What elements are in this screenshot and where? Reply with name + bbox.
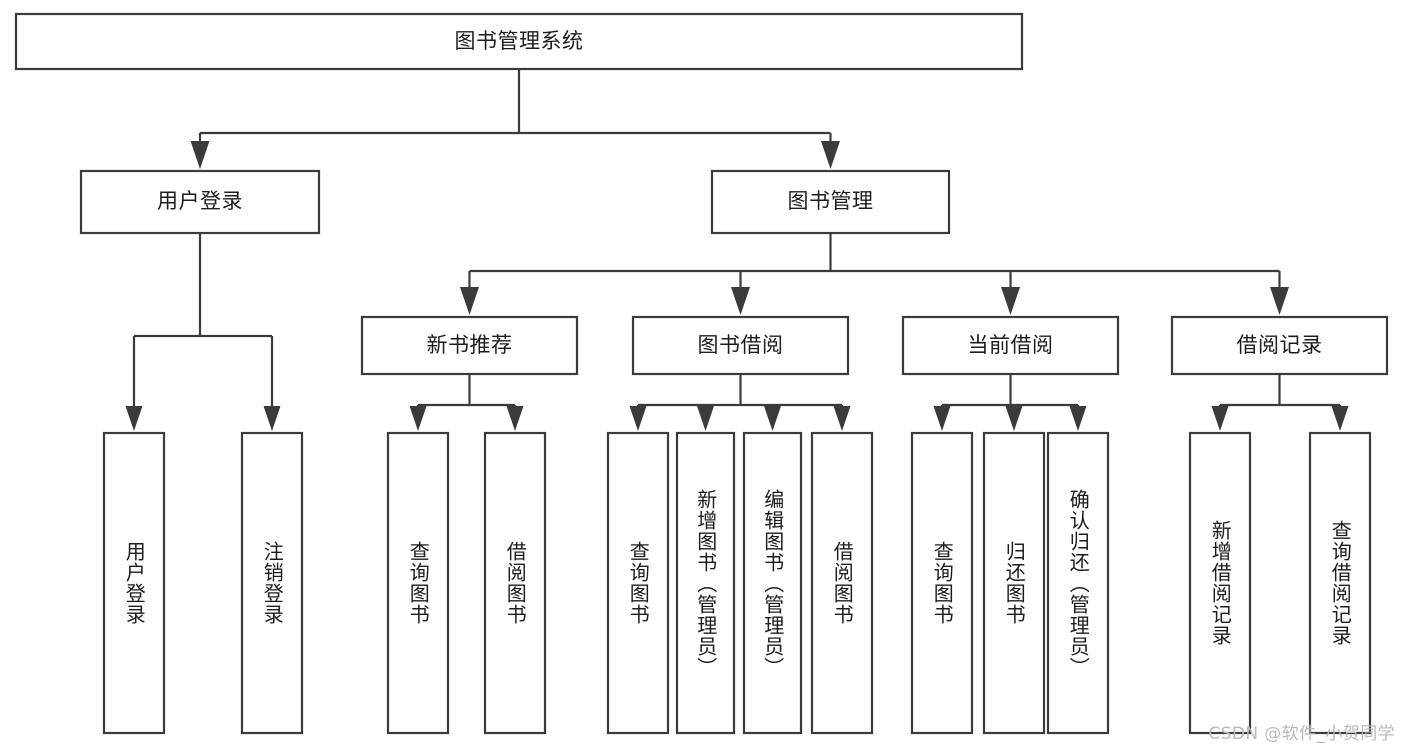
node-box-book-management — [710, 169, 951, 235]
node-box-leaf-borrow-book-2 — [810, 431, 874, 735]
arrow-head-icon — [409, 406, 427, 431]
node-box-leaf-add-borrow-record — [1188, 431, 1252, 735]
node-boxes — [14, 12, 1389, 735]
node-box-new-book-recommend — [360, 315, 579, 376]
node-box-current-borrow — [901, 315, 1120, 376]
node-box-leaf-query-book-3 — [910, 431, 974, 735]
node-box-leaf-confirm-return-admin — [1046, 431, 1110, 735]
csdn-watermark: CSDN @软件_小贺同学 — [1208, 724, 1395, 744]
node-box-leaf-edit-book-admin — [742, 431, 803, 735]
arrow-head-icon — [821, 141, 840, 169]
arrow-head-icon — [1005, 406, 1023, 431]
node-box-leaf-query-book-2 — [606, 431, 670, 735]
node-box-leaf-borrow-book-1 — [483, 431, 547, 735]
arrow-head-icon — [1069, 406, 1087, 431]
arrow-head-icon — [833, 406, 851, 431]
node-box-root — [14, 12, 1024, 71]
arrow-head-icon — [933, 406, 951, 431]
node-box-borrow-record — [1170, 315, 1389, 376]
node-box-leaf-add-book-admin — [675, 431, 736, 735]
arrow-head-icon — [125, 406, 143, 431]
node-box-leaf-logout-login — [240, 431, 304, 735]
arrow-head-icon — [263, 406, 281, 431]
arrow-head-icon — [1001, 287, 1020, 315]
arrow-head-icon — [460, 287, 479, 315]
node-box-user-login — [79, 169, 321, 235]
node-box-leaf-user-login — [102, 431, 166, 735]
connector-lines — [125, 69, 1349, 431]
node-box-book-borrow — [631, 315, 850, 376]
arrow-head-icon — [1270, 287, 1289, 315]
arrow-head-icon — [506, 406, 524, 431]
arrow-head-icon — [697, 406, 714, 431]
arrow-head-icon — [764, 406, 781, 431]
arrow-head-icon — [731, 287, 750, 315]
node-box-leaf-query-book-1 — [386, 431, 450, 735]
arrow-head-icon — [190, 141, 210, 169]
node-box-leaf-return-book — [982, 431, 1046, 735]
arrow-head-icon — [1211, 406, 1229, 431]
node-box-leaf-query-borrow-record — [1308, 431, 1372, 735]
arrow-head-icon — [629, 406, 647, 431]
arrow-head-icon — [1331, 406, 1349, 431]
